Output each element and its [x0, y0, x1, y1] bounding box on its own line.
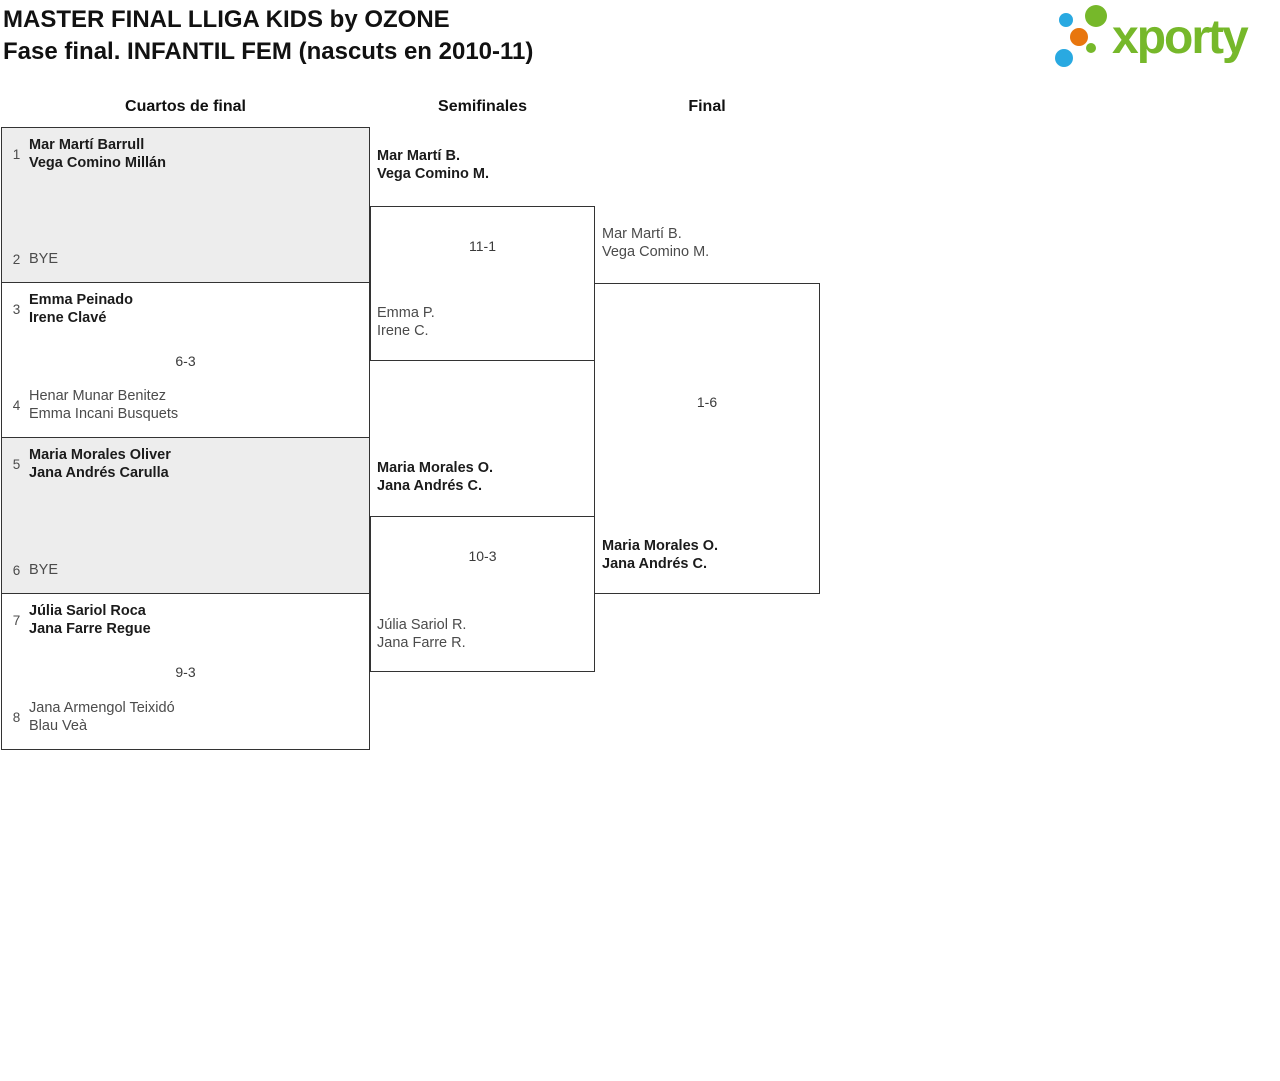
qf1-team-top: 1 Mar Martí Barrull Vega Comino Millán [8, 136, 361, 172]
logo-dot-green-small-icon [1086, 43, 1096, 53]
final-team-top: Mar Martí B. Vega Comino M. [602, 226, 710, 260]
team-names: Jana Armengol Teixidó Blau Veà [29, 700, 175, 734]
team-names: Júlia Sariol Roca Jana Farre Regue [29, 603, 151, 637]
page-title: MASTER FINAL LLIGA KIDS by OZONE [3, 6, 450, 33]
seed-number: 5 [12, 456, 21, 472]
team-names: Henar Munar Benitez Emma Incani Busquets [29, 388, 179, 422]
logo-dot-blue-small-icon [1059, 13, 1073, 27]
qf3-team-top: 5 Maria Morales Oliver Jana Andrés Carul… [8, 446, 361, 482]
sf2-team-bottom: Júlia Sariol R. Jana Farre R. [377, 617, 467, 651]
sf1-team-bottom: Emma P. Irene C. [377, 305, 435, 339]
seed-number: 6 [12, 562, 21, 578]
match-score: 1-6 [696, 394, 718, 410]
qf3-team-bottom: 6 BYE [8, 561, 361, 579]
qf2-team-top: 3 Emma Peinado Irene Clavé [8, 291, 361, 327]
round-header-semifinals: Semifinales [438, 98, 527, 115]
qf-match-3: 5 Maria Morales Oliver Jana Andrés Carul… [1, 437, 370, 594]
qf-match-4: 7 Júlia Sariol Roca Jana Farre Regue 9-3… [1, 593, 370, 750]
team-names: BYE [29, 562, 59, 578]
sf2-team-top: Maria Morales O. Jana Andrés C. [377, 460, 494, 494]
final-match: 1-6 [594, 283, 820, 594]
qf4-team-bottom: 8 Jana Armengol Teixidó Blau Veà [8, 699, 361, 735]
xporty-logo[interactable]: xporty [1050, 0, 1278, 75]
sf-match-2: 10-3 [370, 516, 595, 672]
match-score: 9-3 [175, 664, 196, 680]
seed-number: 7 [12, 612, 21, 628]
logo-dot-blue-large-icon [1055, 49, 1073, 67]
sf1-team-top: Mar Martí B. Vega Comino M. [377, 148, 489, 182]
match-score: 6-3 [175, 353, 196, 369]
qf2-team-bottom: 4 Henar Munar Benitez Emma Incani Busque… [8, 387, 361, 423]
qf4-team-top: 7 Júlia Sariol Roca Jana Farre Regue [8, 602, 361, 638]
logo-dot-green-large-icon [1085, 5, 1107, 27]
qf1-team-bottom: 2 BYE [8, 250, 361, 268]
team-names: Maria Morales Oliver Jana Andrés Carulla [29, 447, 171, 481]
qf-match-1: 1 Mar Martí Barrull Vega Comino Millán 2… [1, 127, 370, 283]
logo-wordmark: xporty [1112, 11, 1249, 64]
seed-number: 8 [12, 709, 21, 725]
logo-dot-orange-icon [1070, 28, 1088, 46]
round-header-quarterfinals: Cuartos de final [125, 98, 246, 115]
seed-number: 1 [12, 146, 21, 162]
match-score: 11-1 [469, 238, 496, 254]
team-names: BYE [29, 251, 59, 267]
round-header-final: Final [688, 98, 726, 115]
match-score: 10-3 [468, 548, 497, 564]
team-names: Mar Martí Barrull Vega Comino Millán [29, 137, 166, 171]
seed-number: 2 [12, 251, 21, 267]
final-team-bottom: Maria Morales O. Jana Andrés C. [602, 538, 719, 572]
team-names: Emma Peinado Irene Clavé [29, 292, 133, 326]
page-subtitle: Fase final. INFANTIL FEM (nascuts en 201… [3, 38, 534, 65]
qf-match-2: 3 Emma Peinado Irene Clavé 6-3 4 Henar M… [1, 282, 370, 438]
seed-number: 3 [12, 301, 21, 317]
seed-number: 4 [12, 397, 21, 413]
